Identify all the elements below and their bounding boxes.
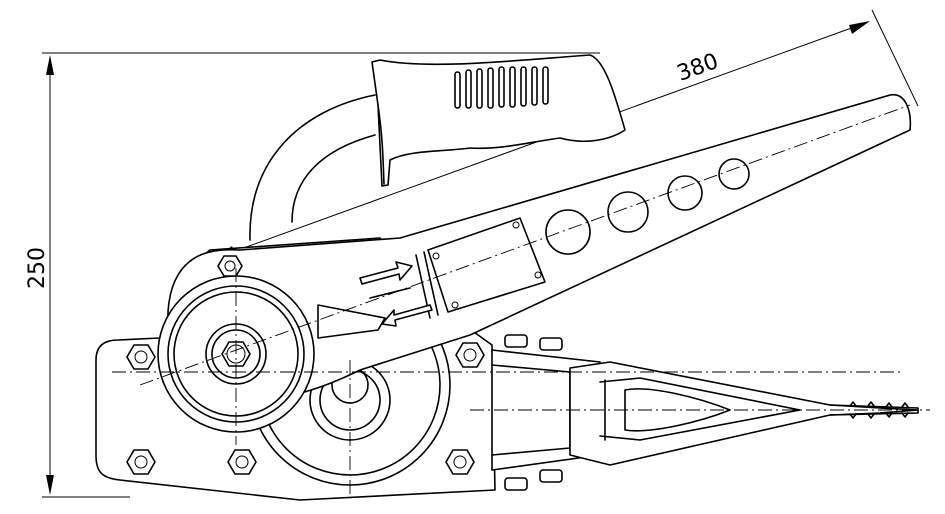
lever-axis <box>139 104 911 386</box>
height-dimension-label: 250 <box>25 247 50 289</box>
lever-hole-2 <box>607 191 649 233</box>
grip-ridges <box>454 66 549 109</box>
hex-bolt-icon <box>445 449 475 475</box>
lever-hole-4 <box>718 158 750 190</box>
hex-bolt-icon <box>227 449 257 475</box>
height-dimension: 250 <box>25 52 600 498</box>
lever-hole-1 <box>545 209 591 255</box>
hex-bolt-icon <box>126 449 156 475</box>
hand-guard <box>249 94 376 241</box>
wedge-pointer-icon <box>317 304 386 339</box>
handle-grip <box>371 54 626 187</box>
jaw-bolts <box>504 334 563 491</box>
blade-teeth <box>849 401 909 419</box>
housing-bolts <box>126 255 485 475</box>
name-plate <box>415 217 546 319</box>
arrow-forward-icon <box>359 261 413 285</box>
length-extension-right <box>871 9 919 107</box>
hex-bolt-icon <box>217 255 243 277</box>
length-arrow-right-icon <box>849 21 870 34</box>
height-arrow-top-icon <box>46 55 54 75</box>
arrow-backward-icon <box>381 304 433 327</box>
height-arrow-bottom-icon <box>46 475 54 495</box>
length-dimension-label: 380 <box>674 49 722 87</box>
hex-bolt-icon <box>455 342 485 368</box>
hex-bolt-icon <box>126 344 156 370</box>
center-lines <box>112 104 930 495</box>
direction-arrows <box>317 261 433 339</box>
